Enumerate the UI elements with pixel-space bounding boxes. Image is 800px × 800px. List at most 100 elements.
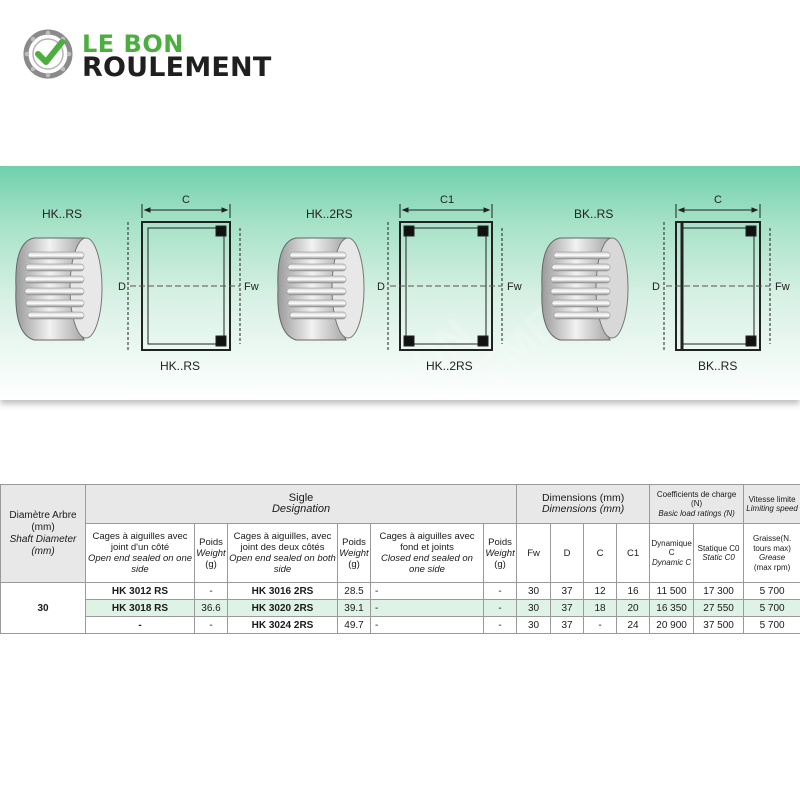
weight-unit: (g): [205, 558, 217, 570]
col-closed-en: Closed end sealed on one side: [381, 553, 473, 575]
sigle-header: Sigle Designation: [84, 484, 518, 524]
table-row: 30 HK 3012 RS - HK 3016 2RS 28.5 - - 30 …: [0, 582, 800, 634]
dynamic-en: Dynamic C: [652, 557, 692, 567]
grease-en: Grease: [758, 553, 786, 562]
diagram-caption: BK..RS: [698, 359, 737, 373]
col-both-en: Open end sealed on both side: [229, 553, 336, 575]
dimensions-header: Dimensions (mm) Dimensions (mm): [516, 484, 651, 524]
weight-header: Poids Weight (g): [337, 523, 371, 583]
dim-d-header: D: [550, 523, 585, 583]
dim-c1-header: C1: [616, 523, 651, 583]
2rs-designation: HK 3024 2RS: [227, 616, 338, 634]
table-row: HK 3018 RS 36.6 HK 3020 2RS 39.1 - - 30 …: [1, 599, 800, 617]
static-en: Static C0: [702, 553, 735, 562]
weight-en: Weight: [485, 547, 515, 559]
shaft-value: 30: [0, 582, 86, 634]
col-open-fr: Cages à aiguilles avec joint d'un côté: [92, 531, 188, 553]
diagram-title: BK..RS: [574, 207, 613, 221]
dim-c-header: C: [583, 523, 618, 583]
weight-en: Weight: [339, 547, 369, 559]
sigle-fr: Sigle: [288, 492, 314, 504]
shaft-label-fr: Diamètre Arbre (mm): [9, 509, 77, 533]
dim-fw: Fw: [507, 281, 522, 293]
diagram-caption: HK..RS: [160, 359, 200, 373]
bk-designation: -: [370, 582, 484, 600]
weight-header: Poids Weight (g): [194, 523, 228, 583]
c1-value: 24: [616, 616, 651, 634]
col-open-en: Open end sealed on one side: [87, 553, 193, 575]
dynamic-header: Dynamique C Dynamic C: [649, 523, 695, 583]
d-value: 37: [550, 599, 585, 617]
grease-unit: (max rpm): [753, 562, 791, 572]
speed-en: Limiting speed: [746, 504, 798, 513]
dimensions-en: Dimensions (mm): [541, 503, 625, 515]
2rs-weight: 39.1: [337, 599, 371, 617]
brand-line1: LE BON: [82, 30, 184, 58]
brand-logo: LE BON ROULEMENT: [22, 26, 322, 86]
dynamic-fr: Dynamique C: [651, 538, 692, 558]
diagram-hk-rs: HK..RS C D: [15, 194, 259, 373]
spec-table: Diamètre Arbre (mm) Shaft Diameter (mm) …: [0, 484, 800, 634]
shaft-header: Diamètre Arbre (mm) Shaft Diameter (mm): [0, 484, 86, 583]
2rs-designation: HK 3016 2RS: [227, 582, 338, 600]
static-value: 17 300: [693, 582, 745, 600]
weight-fr: Poids: [342, 536, 366, 548]
dim-fw-header: Fw: [516, 523, 552, 583]
bk-weight: -: [482, 582, 518, 600]
rs-designation: HK 3018 RS: [85, 599, 195, 617]
weight-header: Poids Weight (g): [482, 523, 518, 583]
2rs-weight: 28.5: [337, 582, 371, 600]
static-value: 37 500: [693, 616, 745, 634]
diagram-bk-rs: BK..RS: [541, 194, 790, 373]
dim-c: C: [714, 194, 722, 206]
dim-c: C: [182, 194, 190, 206]
d-value: 37: [550, 616, 585, 634]
cross-section: [663, 204, 771, 351]
bearing-diagram-banner: LE BON ROULEMENT HK..RS: [0, 166, 800, 400]
rs-designation: -: [85, 616, 195, 634]
bk-weight: -: [482, 616, 518, 634]
dim-d: D: [652, 281, 660, 293]
rs-weight: 36.6: [194, 599, 228, 617]
bearing-3d-image: [541, 237, 629, 341]
cross-section: [127, 204, 241, 351]
c-value: 12: [583, 582, 618, 600]
speed-fr: Vitesse limite: [748, 494, 796, 504]
bk-designation: -: [370, 599, 484, 617]
weight-fr: Poids: [488, 536, 512, 548]
dynamic-value: 20 900: [649, 616, 695, 634]
speed-value: 5 700: [743, 599, 800, 617]
dim-d: D: [118, 281, 126, 293]
shaft-label-en: Shaft Diameter (mm): [9, 533, 77, 557]
c1-value: 16: [616, 582, 651, 600]
col-closed-fr: Cages à aiguilles avec fond et joints: [379, 531, 475, 553]
grease-fr: Graisse(N. tours max): [752, 534, 792, 553]
table-row: - - HK 3024 2RS 49.7 - - 30 37 - 24 20 9…: [1, 616, 800, 634]
c1-value: 20: [616, 599, 651, 617]
dynamic-value: 16 350: [649, 599, 695, 617]
rs-weight: -: [194, 582, 228, 600]
2rs-weight: 49.7: [337, 616, 371, 634]
static-fr: Statique C0: [697, 543, 740, 553]
dim-c1: C1: [440, 194, 454, 206]
col-both-fr: Cages à aiguilles, avec joint des deux c…: [233, 531, 332, 553]
bk-weight: -: [482, 599, 518, 617]
col-open-header: Cages à aiguilles avec joint d'un côté O…: [85, 523, 195, 583]
2rs-designation: HK 3020 2RS: [227, 599, 338, 617]
bearing-3d-image: [277, 237, 365, 341]
fw-value: 30: [516, 616, 552, 634]
cross-section: [387, 204, 503, 351]
c-value: 18: [583, 599, 618, 617]
diagram-hk-2rs: HK..2RS: [277, 194, 522, 373]
weight-fr: Poids: [199, 536, 223, 548]
diagram-title: HK..2RS: [306, 207, 353, 221]
rs-weight: -: [194, 616, 228, 634]
c-value: -: [583, 616, 618, 634]
speed-value: 5 700: [743, 582, 800, 600]
speed-value: 5 700: [743, 616, 800, 634]
weight-unit: (g): [348, 558, 360, 570]
col-both-header: Cages à aiguilles, avec joint des deux c…: [227, 523, 338, 583]
dynamic-value: 11 500: [649, 582, 695, 600]
fw-value: 30: [516, 599, 552, 617]
col-closed-header: Cages à aiguilles avec fond et joints Cl…: [370, 523, 484, 583]
